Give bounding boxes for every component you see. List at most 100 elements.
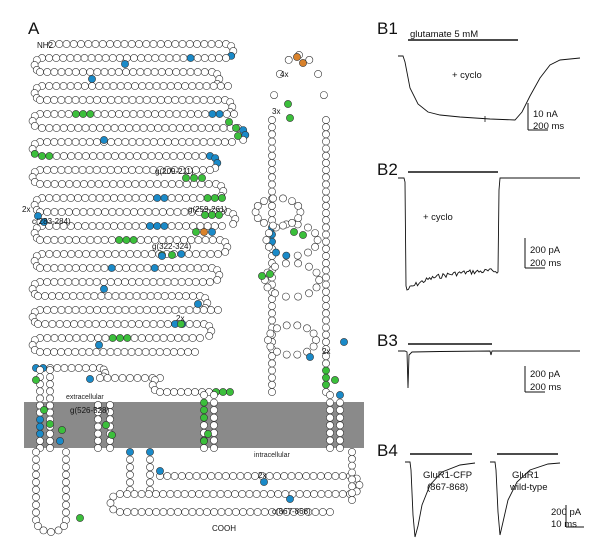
residue	[152, 334, 161, 342]
residue	[100, 96, 108, 104]
residue	[181, 82, 189, 90]
residue-blue	[340, 338, 348, 346]
residue-green	[234, 132, 242, 140]
residue	[118, 152, 127, 160]
residue	[36, 429, 44, 438]
residue	[125, 152, 134, 160]
residue	[268, 209, 276, 217]
residue	[124, 222, 133, 230]
residue	[133, 250, 142, 258]
residue	[109, 505, 118, 514]
residue	[106, 348, 115, 356]
residue	[148, 348, 157, 356]
residue	[50, 166, 59, 174]
residue	[34, 292, 42, 300]
residue	[50, 180, 59, 188]
residue	[122, 110, 131, 118]
residue	[154, 124, 162, 132]
residue	[322, 194, 330, 203]
residue	[101, 334, 110, 342]
residue	[268, 116, 276, 124]
residue	[164, 96, 172, 104]
b4-scale-y-label: 200 pA	[551, 507, 582, 518]
residue	[69, 292, 78, 300]
residue	[59, 82, 68, 90]
residue	[131, 222, 140, 230]
residue-green	[76, 514, 84, 522]
residue	[55, 40, 64, 48]
residue	[108, 110, 116, 118]
residue	[348, 489, 356, 497]
residue	[322, 209, 330, 217]
residue	[268, 158, 276, 167]
residue	[260, 508, 269, 516]
residue	[153, 180, 162, 188]
panel-b2-label: B2	[377, 160, 398, 179]
residue	[86, 236, 95, 244]
residue-green	[266, 270, 274, 278]
residue-green	[258, 272, 266, 280]
residue	[45, 250, 54, 258]
residue	[155, 348, 164, 356]
residue	[206, 138, 215, 146]
residue	[125, 292, 134, 300]
residue	[268, 144, 276, 153]
residue	[144, 208, 153, 216]
residue	[336, 421, 344, 430]
residue	[85, 278, 94, 286]
residue	[116, 508, 124, 516]
residue	[214, 306, 222, 314]
residue	[322, 116, 330, 124]
residue	[177, 250, 186, 258]
residue	[147, 152, 156, 160]
residue	[271, 262, 279, 271]
residue	[71, 68, 80, 76]
residue	[322, 223, 330, 232]
residue	[36, 422, 44, 431]
residue	[144, 54, 153, 62]
residue	[32, 448, 40, 456]
residue	[65, 334, 73, 342]
residue	[209, 82, 218, 90]
residue	[184, 250, 193, 258]
residue	[46, 373, 54, 381]
residue	[200, 264, 209, 272]
residue	[127, 40, 136, 48]
residue	[52, 152, 61, 160]
residue	[167, 194, 176, 202]
residue	[116, 334, 124, 342]
residue	[113, 40, 122, 48]
residue	[260, 218, 268, 227]
residue-blue	[100, 136, 108, 144]
residue	[200, 68, 209, 76]
residue	[43, 208, 52, 216]
residue	[121, 166, 129, 174]
residue	[109, 492, 118, 501]
annotation-2x-bottom: 2x	[258, 471, 266, 480]
residue	[231, 490, 239, 498]
residue	[191, 278, 200, 286]
residue	[218, 222, 226, 230]
residue	[108, 236, 116, 244]
residue	[279, 221, 287, 230]
residue	[79, 334, 88, 342]
residue	[78, 96, 87, 104]
residue	[226, 388, 234, 396]
residue	[57, 236, 66, 244]
residue	[128, 96, 137, 104]
residue	[79, 68, 87, 76]
residue	[129, 264, 138, 272]
residue	[114, 166, 122, 174]
residue	[181, 334, 190, 342]
residue	[46, 436, 54, 445]
residue	[268, 123, 276, 132]
annotation-2x-left: 2x	[22, 205, 30, 214]
residue	[144, 490, 153, 498]
residue	[57, 166, 66, 174]
residue	[74, 250, 83, 258]
residue	[43, 278, 51, 286]
residue	[114, 306, 123, 314]
residue	[202, 508, 211, 516]
residue	[103, 124, 112, 132]
nh2-label: NH2	[37, 41, 54, 50]
